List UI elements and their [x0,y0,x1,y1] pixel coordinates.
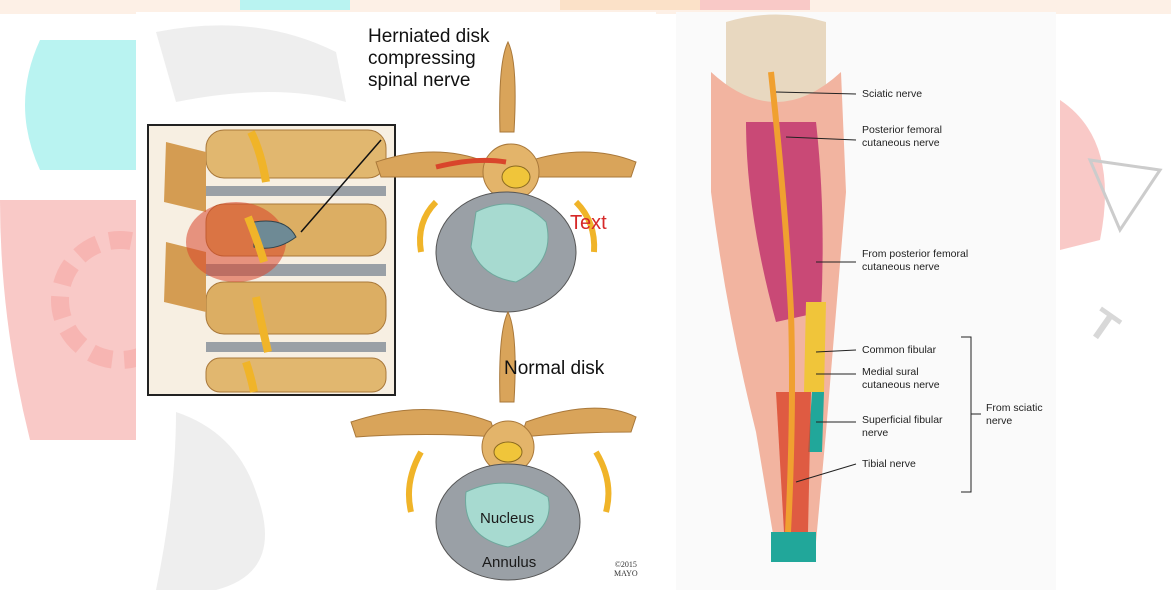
heel-region [771,532,816,562]
common-fibular-region [804,302,826,392]
cyan-shape [25,40,150,170]
normal-disk-title: Normal disk [504,358,604,380]
spine-illustration-panel: Herniated disk compressing spinal nerve … [136,12,656,590]
sciatic-nerve-label: Sciatic nerve [862,88,922,101]
cyan-strip [240,0,350,10]
text-label: Text [570,212,607,235]
posterior-femoral-label: Posterior femoral cutaneous nerve [862,124,942,149]
orange-strip [560,0,700,10]
annulus-label: Annulus [482,554,536,571]
from-sciatic-label: From sciatic nerve [986,402,1043,427]
from-posterior-femoral-label: From posterior femoral cutaneous nerve [862,248,968,273]
herniated-disk-title: Herniated disk compressing spinal nerve [368,26,489,92]
spine-illustration [136,12,656,590]
superficial-fibular-label: Superficial fibular nerve [862,414,943,439]
leg-nerve-illustration-panel: Sciatic nerve Posterior femoral cutaneou… [676,12,1056,590]
nucleus-label: Nucleus [480,510,534,527]
tibial-nerve-label: Tibial nerve [862,458,916,471]
medial-sural-label: Medial sural cutaneous nerve [862,366,940,391]
pink-strip [700,0,810,10]
pelvis [726,15,826,103]
common-fibular-label: Common fibular [862,344,936,357]
copyright-mark: ©2015 MAYO [614,560,638,578]
